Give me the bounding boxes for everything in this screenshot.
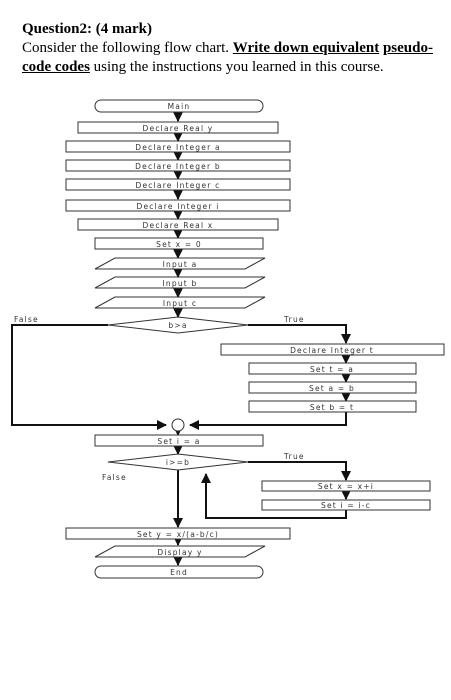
decision1-false-label: False [14,315,39,324]
input-c [94,296,266,309]
input-b [94,276,266,289]
decision1-true-label: True [283,315,305,324]
process-declare-t [220,343,445,356]
process-set-i-loop-label: Set i = i-c [321,501,371,510]
process-set-y [65,527,291,540]
input-a-label: Input a [163,260,198,269]
question-text-after: using the instructions you learned in th… [89,59,384,75]
process-declare-a [65,140,291,153]
process-set-b-label: Set b = t [310,403,354,412]
process-set-b [248,400,417,413]
process-set-t [248,362,417,375]
decision-i-gte-b-label: i>=b [166,458,190,467]
process-set-x-loop-label: Set x = x+i [318,482,374,491]
process-declare-x [77,218,279,231]
process-declare-t-label: Declare Integer t [290,346,374,355]
decision2-false-label: False [102,473,127,482]
process-declare-b-label: Declare Integer b [135,162,221,171]
process-set-x [94,237,264,250]
process-declare-x-label: Declare Real x [143,221,214,230]
process-declare-i-label: Declare Integer i [137,202,220,211]
process-declare-c-label: Declare Integer c [136,181,221,190]
output-display-y [94,545,266,558]
process-set-y-label: Set y = x/(a-b/c) [137,530,219,539]
process-set-i [94,434,264,447]
decision-b-greater-a-label: b>a [168,321,187,330]
process-set-x-loop [261,480,431,492]
question-emphasis-2: pseudo-code codes [22,40,433,75]
process-declare-y-label: Declare Real y [143,124,214,133]
question-emphasis-1: Write down equivalent [232,40,380,56]
process-declare-a-label: Declare Integer a [135,143,220,152]
process-declare-b [65,159,291,172]
process-set-x-label: Set x = 0 [156,240,202,249]
decision2-true-label: True [283,452,305,461]
input-a [94,257,266,270]
start-terminator-label: Main [168,102,191,111]
question-text: Consider the following flow chart. Write… [22,39,437,77]
process-declare-y [77,121,279,134]
question-text-before: Consider the following flow chart. [22,40,233,56]
question-block: Question2: (4 mark) Consider the followi… [22,20,437,77]
process-set-a-label: Set a = b [309,384,355,393]
input-b-label: Input b [163,279,198,288]
process-declare-i [65,199,291,212]
output-display-y-label: Display y [157,548,202,557]
end-terminator-label: End [170,568,188,577]
merge-connector [171,418,185,432]
process-set-i-label: Set i = a [157,437,200,446]
process-declare-c [65,178,291,191]
question-title: Question2: (4 mark) [22,21,152,37]
start-terminator [94,99,264,113]
process-set-t-label: Set t = a [310,365,354,374]
process-set-i-loop [261,499,431,511]
decision-i-gte-b [107,453,249,471]
process-set-a [248,381,417,394]
decision-b-greater-a [107,316,249,334]
input-c-label: Input c [163,299,197,308]
end-terminator [94,565,264,579]
flow-connectors [11,112,351,566]
